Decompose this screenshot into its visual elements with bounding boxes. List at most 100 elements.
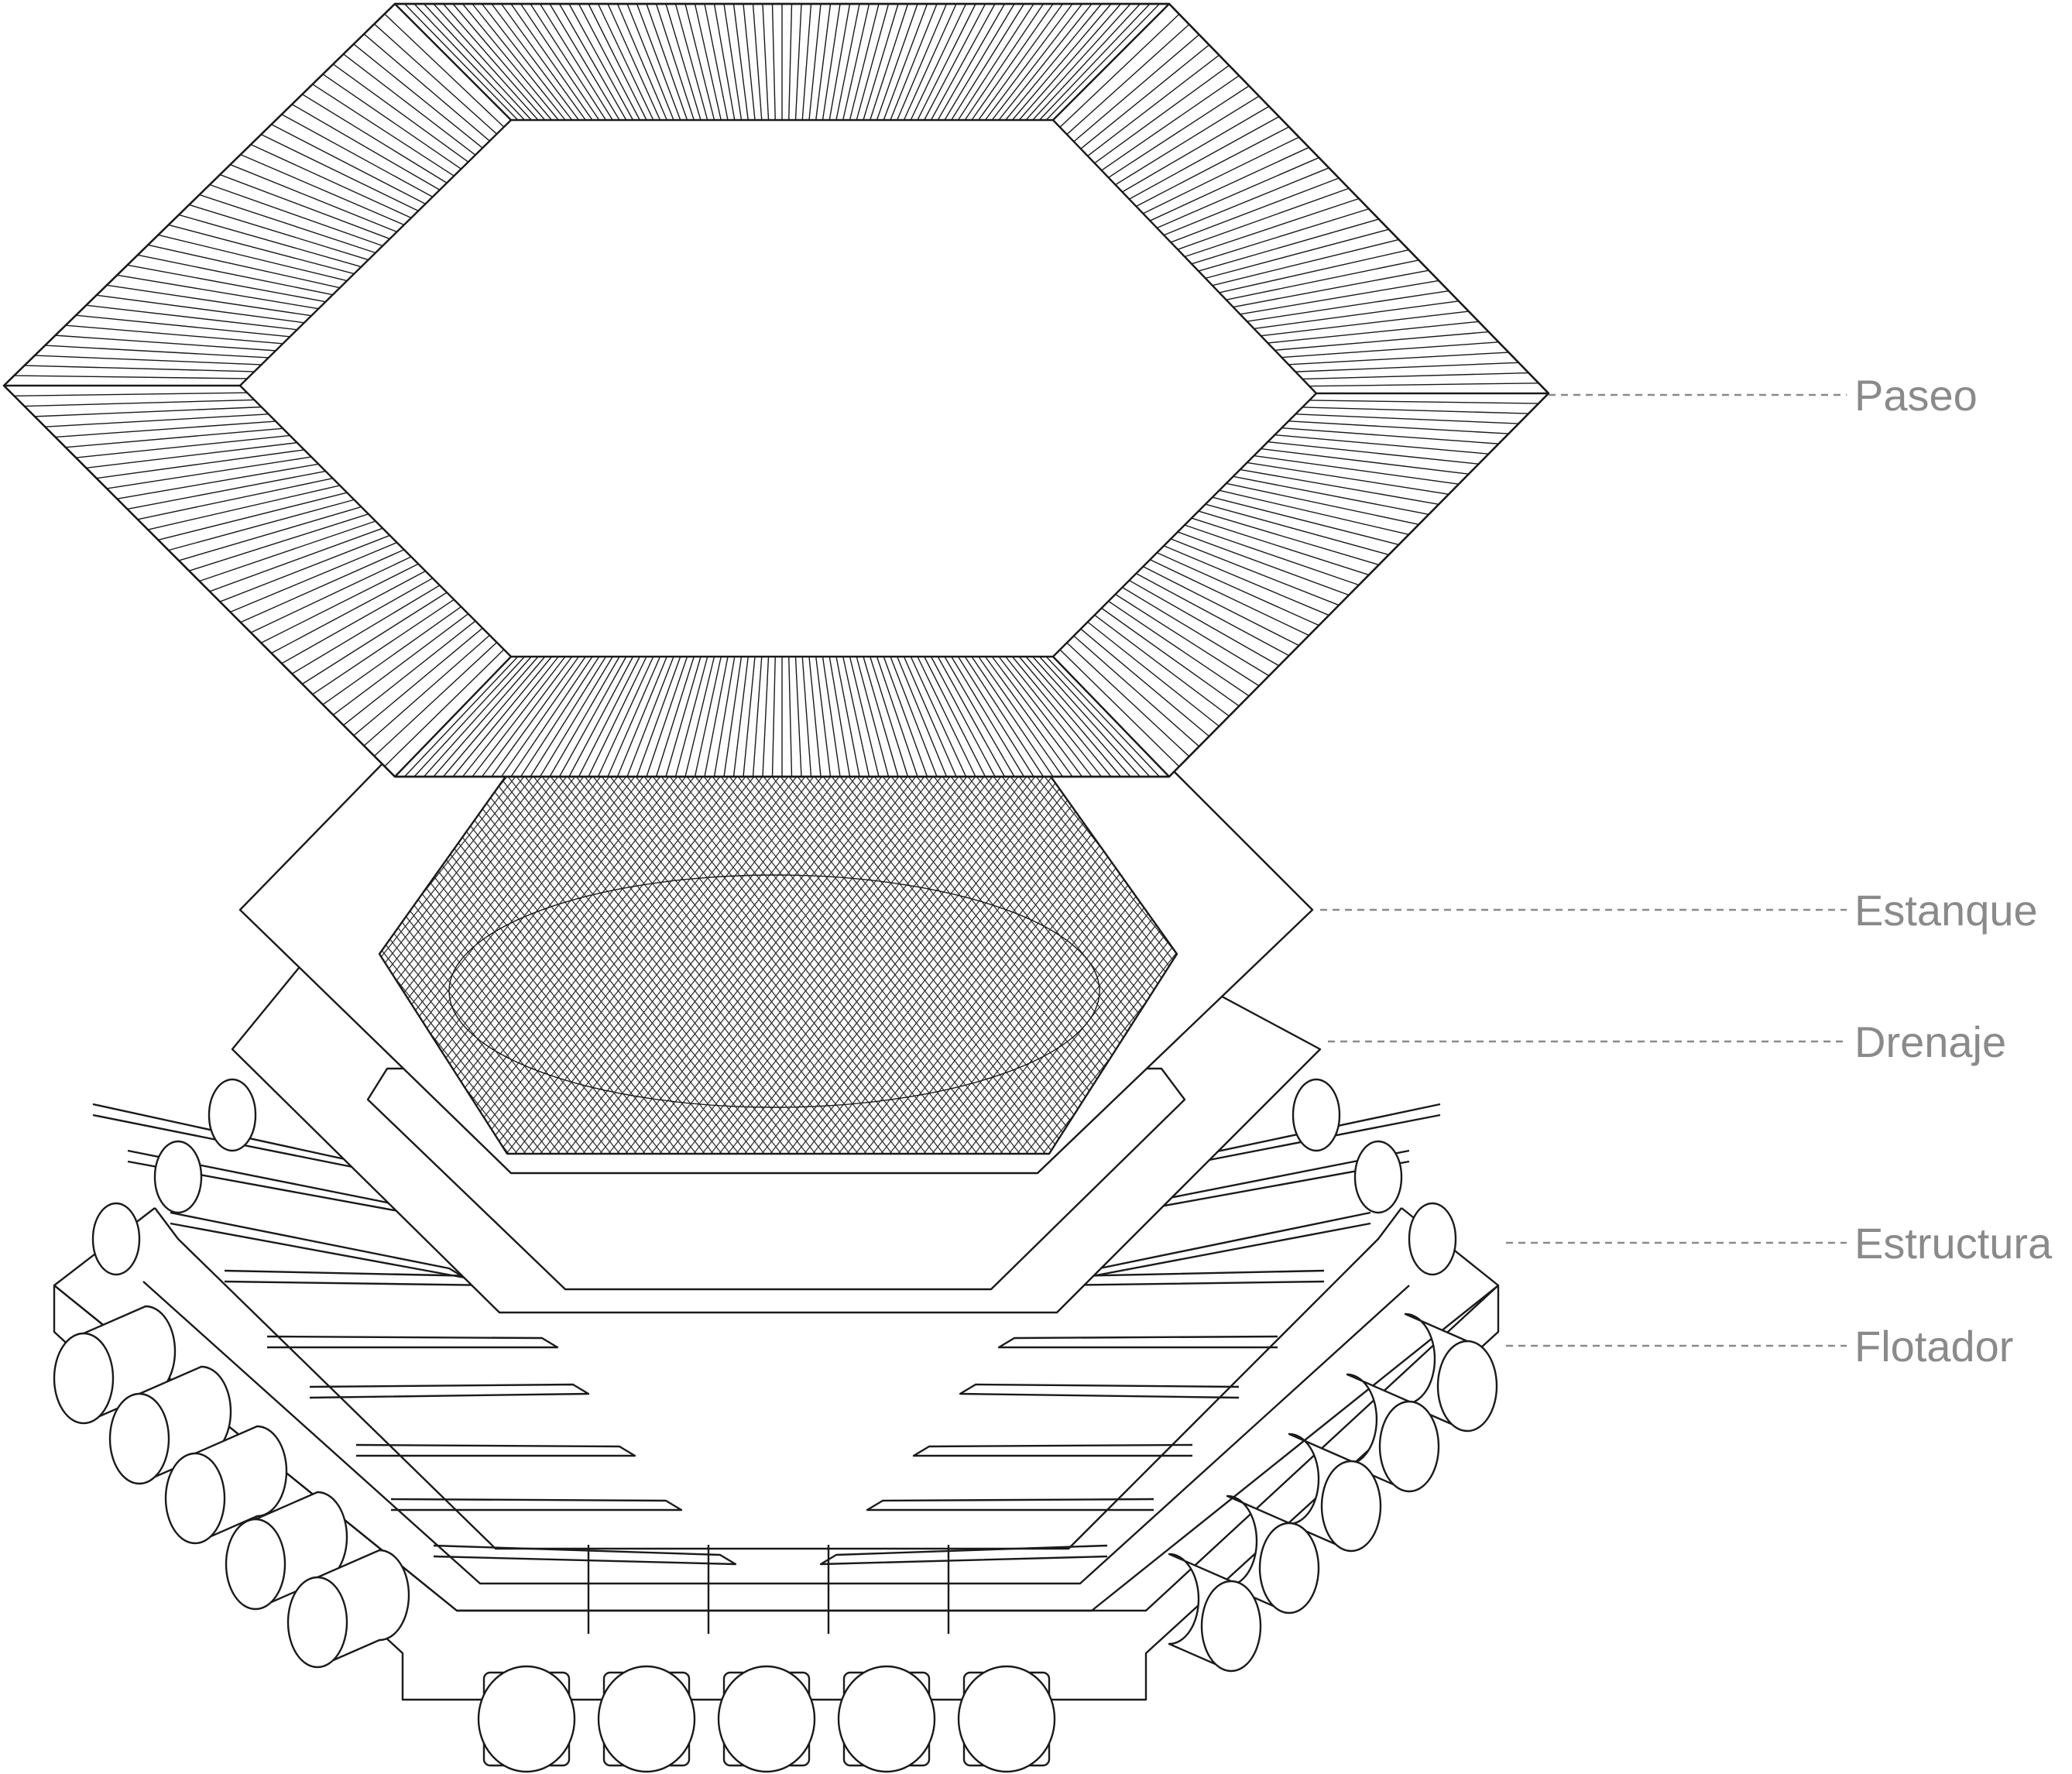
mesh-line: [0, 759, 308, 1169]
paseo-plank-line: [137, 254, 333, 296]
paseo-plank-line: [646, 3, 688, 121]
paseo-plank-line: [1108, 600, 1250, 697]
paseo-plank-line: [1274, 331, 1489, 351]
paseo-plank-line: [530, 656, 607, 777]
paseo-plank-line: [539, 656, 613, 777]
flotador-cylinder-rear: [1353, 1140, 1403, 1214]
paseo-plank-line: [1281, 341, 1499, 359]
paseo-plank-line: [1129, 579, 1280, 667]
paseo-plank-line: [1032, 3, 1141, 121]
paseo-plank-line: [291, 104, 441, 190]
paseo-plank-line: [704, 656, 729, 777]
paseo-plank-line: [1261, 311, 1469, 337]
paseo-plank-line: [903, 656, 957, 777]
paseo-plank-line: [1115, 593, 1260, 687]
mesh-line: [1021, 774, 1177, 1154]
mesh-line: [996, 774, 1177, 1154]
mesh-line: [749, 774, 1075, 1154]
paseo-plank-line: [530, 3, 607, 121]
paseo-plank-line: [178, 214, 362, 268]
mesh-line: [502, 774, 828, 1154]
mesh-line: [647, 774, 973, 1154]
mesh-line: [0, 759, 180, 1169]
estructura-beam: [309, 1383, 590, 1399]
paseo-plank-line: [917, 3, 976, 121]
paseo-plank-line: [1254, 455, 1460, 485]
paseo-plank-line: [281, 114, 434, 197]
paseo-plank-line: [1108, 85, 1250, 178]
paseo-plank-line: [332, 613, 469, 715]
paseo-plank-line: [1226, 482, 1419, 526]
paseo-plank-line: [209, 184, 383, 247]
label-estanque: Estanque: [1854, 886, 2038, 935]
paseo-plank-line: [1177, 187, 1350, 250]
mesh-line: [587, 774, 914, 1154]
paseo-plank-line: [403, 656, 519, 777]
paseo-plank-line: [1184, 197, 1360, 258]
paseo-plank-line: [1268, 321, 1479, 344]
flotador-cylinder-rear: [91, 1202, 141, 1276]
paseo-plank-line: [1274, 434, 1489, 455]
paseo-deck-planks: [14, 3, 1539, 777]
paseo-plank-line: [322, 606, 461, 705]
mesh-line: [570, 774, 897, 1154]
paseo-plank-line: [332, 63, 469, 163]
paseo-plank-line: [704, 3, 729, 121]
paseo-plank-line: [646, 656, 688, 777]
paseo-plank-line: [636, 3, 681, 121]
mesh-line: [425, 774, 752, 1154]
mesh-line: [757, 774, 1084, 1154]
mesh-line: [536, 774, 863, 1154]
paseo-plank-line: [842, 3, 870, 121]
drenaje-inner-hexagon: [366, 1067, 1186, 1291]
paseo-plank-line: [312, 599, 455, 695]
mesh-line: [0, 759, 325, 1169]
paseo-plank-line: [951, 656, 1025, 777]
paseo-plank-line: [472, 3, 566, 121]
mesh-line: [715, 774, 1041, 1154]
paseo-plank-line: [835, 656, 860, 777]
mesh-line: [0, 759, 240, 1169]
paseo-plank-line: [694, 3, 722, 121]
estructura-beam: [266, 1335, 559, 1349]
paseo-plank-line: [597, 656, 654, 777]
paseo-plank-line: [86, 441, 297, 469]
mesh-line: [0, 759, 163, 1169]
paseo-plank-line: [260, 134, 419, 211]
paseo-plank-line: [1240, 280, 1439, 315]
paseo-plank-line: [694, 656, 722, 777]
paseo-plank-line: [794, 656, 802, 777]
paseo-plank-line: [732, 656, 749, 777]
paseo-plank-line: [250, 143, 412, 219]
paseo-plank-line: [106, 456, 312, 489]
paseo-plank-line: [384, 649, 505, 767]
paseo-plank-line: [924, 3, 986, 121]
flotador-cylinders: [53, 1078, 1498, 1773]
paseo-plank-line: [461, 3, 559, 121]
paseo-plank-line: [1309, 400, 1539, 404]
paseo-plank-line: [322, 74, 461, 170]
paseo-plank-line: [978, 656, 1064, 777]
mesh-line: [919, 774, 1177, 1154]
paseo-plank-line: [558, 3, 627, 121]
paseo-plank-line: [1087, 54, 1220, 157]
paseo-plank-line: [1205, 503, 1389, 556]
mesh-line: [681, 774, 1007, 1154]
paseo-plank-line: [433, 3, 539, 121]
paseo-plank-line: [616, 3, 667, 121]
paseo-plank-line: [1233, 475, 1429, 516]
mesh-line: [0, 759, 317, 1169]
paseo-plank-line: [944, 3, 1015, 121]
mesh-line: [0, 759, 197, 1169]
paseo-plank-line: [1268, 441, 1479, 465]
estructura-beam: [959, 1383, 1240, 1399]
paseo-plank-line: [771, 656, 776, 777]
paseo-plank-line: [822, 3, 841, 121]
paseo-plank-line: [384, 13, 505, 128]
paseo-plank-line: [1025, 656, 1131, 777]
flotador-cylinder-rear: [208, 1078, 257, 1152]
mesh-line: [0, 759, 172, 1169]
paseo-plank-line: [937, 3, 1006, 121]
paseo-plank-line: [1011, 3, 1112, 121]
paseo-plank-line: [219, 173, 390, 240]
